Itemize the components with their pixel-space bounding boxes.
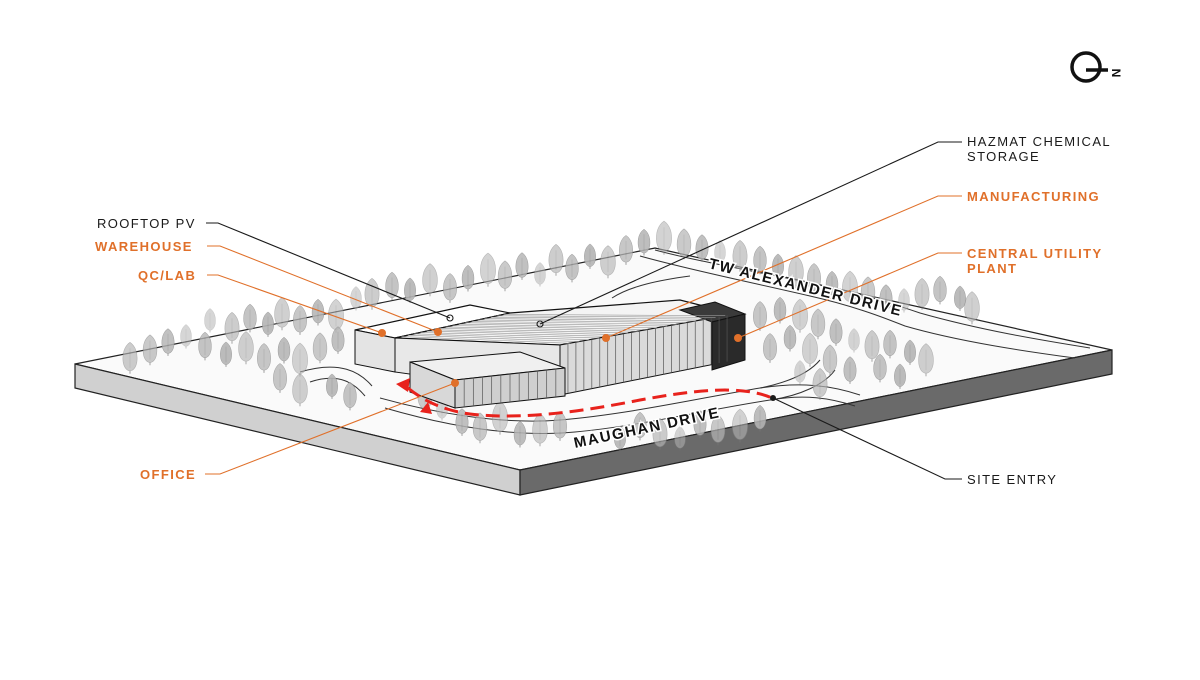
tree-icon bbox=[914, 277, 930, 311]
roof-rib bbox=[414, 333, 590, 341]
roof-rib bbox=[426, 330, 609, 337]
truck-route-arrow-icon bbox=[396, 378, 410, 392]
facade-mullions bbox=[463, 315, 728, 407]
central-utility-plant-wall bbox=[711, 313, 746, 371]
leader-office bbox=[205, 382, 456, 475]
roof-rib bbox=[446, 326, 638, 332]
roof-rib bbox=[407, 334, 580, 342]
tw-alexander-drive-road-edge-1 bbox=[654, 249, 1091, 349]
label-manufacturing: MANUFACTURING bbox=[967, 189, 1101, 204]
warehouse-wall-left bbox=[354, 329, 396, 373]
roof-ribs bbox=[401, 314, 726, 344]
roof-rib bbox=[401, 336, 570, 344]
leader-dots bbox=[378, 328, 776, 401]
label-central-utility-line2: PLANT bbox=[967, 261, 1018, 276]
roof-rib bbox=[484, 318, 697, 322]
drive-north bbox=[611, 275, 691, 299]
roof-rib bbox=[503, 314, 726, 317]
leader-qc-lab bbox=[207, 274, 383, 334]
leader-manufacturing bbox=[605, 195, 962, 339]
north-arrow-icon: N bbox=[1070, 51, 1123, 83]
label-office: OFFICE bbox=[140, 467, 197, 482]
dot-site-entry bbox=[770, 395, 776, 401]
truck-route-dashed-line bbox=[407, 386, 773, 418]
roof-rib bbox=[490, 316, 706, 320]
leader-lines bbox=[205, 141, 962, 480]
roof-rib bbox=[452, 325, 648, 330]
label-warehouse: WAREHOUSE bbox=[95, 239, 193, 254]
roof-rib bbox=[497, 315, 716, 318]
maughan-drive-road-edge-2 bbox=[384, 396, 856, 434]
inner-loop-road bbox=[299, 366, 373, 397]
truck-route bbox=[396, 378, 773, 418]
label-site-entry: SITE ENTRY bbox=[967, 472, 1058, 487]
label-central-utility-plant: CENTRAL UTILITY PLANT bbox=[967, 246, 1103, 276]
tw-alexander-drive-road-edge-2 bbox=[639, 255, 1076, 359]
dot-qc-lab bbox=[378, 329, 386, 337]
dot-office bbox=[451, 379, 459, 387]
tree-icon bbox=[953, 285, 967, 312]
label-rooftop-pv: ROOFTOP PV bbox=[97, 216, 196, 231]
label-central-utility-line1: CENTRAL UTILITY bbox=[967, 246, 1103, 261]
roof-rib bbox=[465, 322, 667, 327]
roof-rib bbox=[439, 327, 629, 334]
label-qc-lab: QC/LAB bbox=[138, 268, 197, 283]
leader-rooftop-pv bbox=[206, 222, 451, 319]
site-side-right bbox=[519, 349, 1113, 496]
label-hazmat-line2: STORAGE bbox=[967, 149, 1041, 164]
tree-icon bbox=[933, 275, 947, 305]
roof-rib bbox=[458, 323, 658, 329]
roof-rib bbox=[471, 321, 677, 325]
leader-site-entry bbox=[772, 397, 962, 480]
truck-route-arrow-icon-2 bbox=[420, 402, 432, 414]
roof-rib bbox=[433, 329, 619, 335]
label-hazmat-line1: HAZMAT CHEMICAL bbox=[967, 134, 1112, 149]
label-hazmat-chemical-storage: HAZMAT CHEMICAL STORAGE bbox=[967, 134, 1111, 164]
roof-rib bbox=[420, 332, 599, 339]
leader-rooftop-pv-dot bbox=[446, 314, 454, 322]
dot-warehouse bbox=[434, 328, 442, 336]
building-complex bbox=[354, 299, 747, 409]
leader-warehouse bbox=[207, 245, 439, 333]
roof-rib bbox=[478, 319, 687, 323]
dot-manufacturing bbox=[602, 334, 610, 342]
dot-central-utility bbox=[734, 334, 742, 342]
leader-hazmat-dot bbox=[536, 320, 544, 328]
leader-central-utility bbox=[737, 252, 962, 339]
leader-hazmat bbox=[539, 141, 962, 325]
tree-icon bbox=[204, 308, 216, 333]
roads bbox=[299, 249, 1091, 434]
north-letter: N bbox=[1109, 69, 1123, 78]
